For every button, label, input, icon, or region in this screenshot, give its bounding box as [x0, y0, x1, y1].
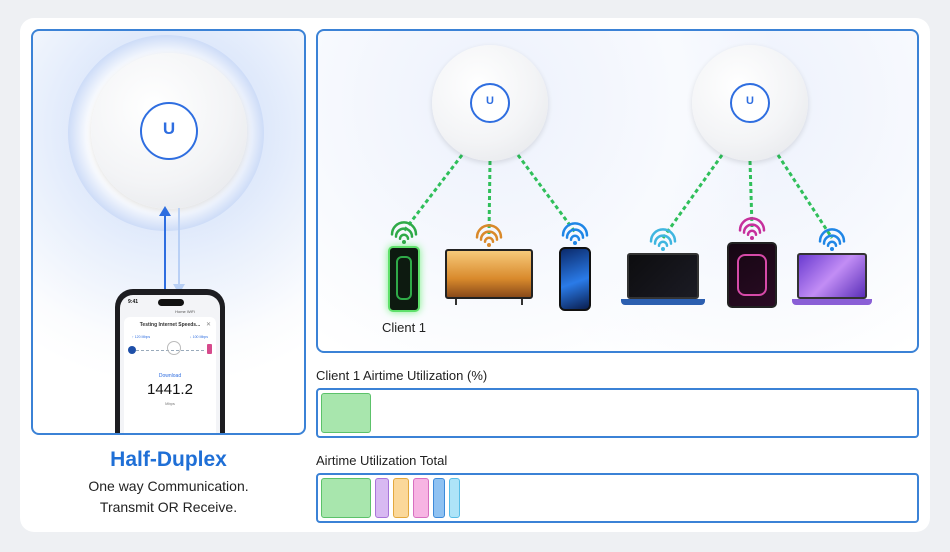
download-value: 1441.2 — [147, 381, 193, 398]
carrier-icon — [128, 346, 136, 354]
half-duplex-card: U 9:41 Home WiFi Testing Internet Speeds… — [20, 18, 930, 532]
wifi-icon-laptop-dark — [649, 228, 677, 251]
wifi-signal-icons — [390, 217, 846, 251]
download-unit: Mbps — [165, 401, 175, 406]
access-point: U — [91, 53, 247, 209]
ap-logo-ring — [140, 102, 198, 160]
wifi-icon-laptop-purple — [818, 228, 846, 251]
total-segment-3 — [393, 478, 409, 518]
description-line-2: Transmit OR Receive. — [99, 499, 238, 515]
network-diagram-panel: U U Client 1 — [316, 29, 919, 353]
client1-utilization-bar — [316, 388, 919, 438]
link-monitor — [487, 160, 492, 235]
access-point-1: U — [432, 45, 548, 161]
client1-utilization-label: Client 1 Airtime Utilization (%) — [316, 368, 488, 383]
wifi-link-lines — [402, 154, 834, 239]
phone-screen: 9:41 Home WiFi Testing Internet Speeds..… — [120, 295, 220, 433]
ap-logo: U — [162, 119, 176, 138]
link-laptop-dark — [661, 154, 724, 239]
client-phone-blue — [559, 247, 591, 311]
half-duplex-title: Half-Duplex — [110, 448, 227, 471]
client-1-phone — [388, 246, 420, 312]
client1-segment-1 — [321, 393, 371, 433]
smartphone: 9:41 Home WiFi Testing Internet Speeds..… — [115, 289, 225, 433]
link-laptop-purple — [776, 154, 834, 239]
total-segment-5 — [433, 478, 445, 518]
client-laptop-purple — [792, 253, 872, 307]
download-label: Download — [158, 373, 182, 379]
total-segment-6 — [449, 478, 460, 518]
speed-test-card: Testing Internet Speeds... ✕ ↑ 120 Mbps … — [124, 317, 216, 433]
ap1-logo: U — [486, 95, 494, 107]
client-tablet-pink — [727, 242, 777, 308]
speed-test-title: Testing Internet Speeds... — [139, 322, 201, 328]
link-client-1-phone — [402, 154, 464, 232]
wifi-icon-phone-blue — [561, 222, 589, 245]
total-segment-1 — [321, 478, 371, 518]
total-segment-2 — [375, 478, 389, 518]
ap2-logo: U — [746, 95, 754, 107]
download-speed-label: ↓ 100 Mbps — [189, 335, 208, 339]
link-phone-blue — [516, 154, 577, 233]
phone-network: Home WiFi — [175, 309, 195, 314]
wifi-icon-client-1-phone — [390, 221, 418, 244]
total-segment-4 — [413, 478, 429, 518]
wifi-icon-monitor — [475, 224, 503, 247]
ap1-logo-ring — [470, 83, 510, 123]
client-laptop-dark — [621, 253, 705, 307]
description-line-1: One way Communication. — [88, 478, 249, 494]
upload-speed-label: ↑ 120 Mbps — [132, 335, 151, 339]
wifi-icon-tablet-pink — [738, 217, 766, 240]
client-1-label: Client 1 — [381, 320, 427, 335]
ap2-logo-ring — [730, 83, 770, 123]
access-point-2: U — [692, 45, 808, 161]
phone-time: 9:41 — [128, 299, 139, 305]
transmit-arrow — [159, 206, 185, 294]
total-utilization-bar — [316, 473, 919, 523]
close-icon[interactable]: ✕ — [205, 322, 211, 328]
speed-gauge-icon — [167, 341, 181, 355]
half-duplex-panel: U 9:41 Home WiFi Testing Internet Speeds… — [31, 29, 306, 435]
device-icon — [207, 344, 212, 354]
client-monitor — [445, 249, 533, 307]
dynamic-island — [158, 299, 184, 306]
total-utilization-label: Airtime Utilization Total — [316, 453, 448, 468]
